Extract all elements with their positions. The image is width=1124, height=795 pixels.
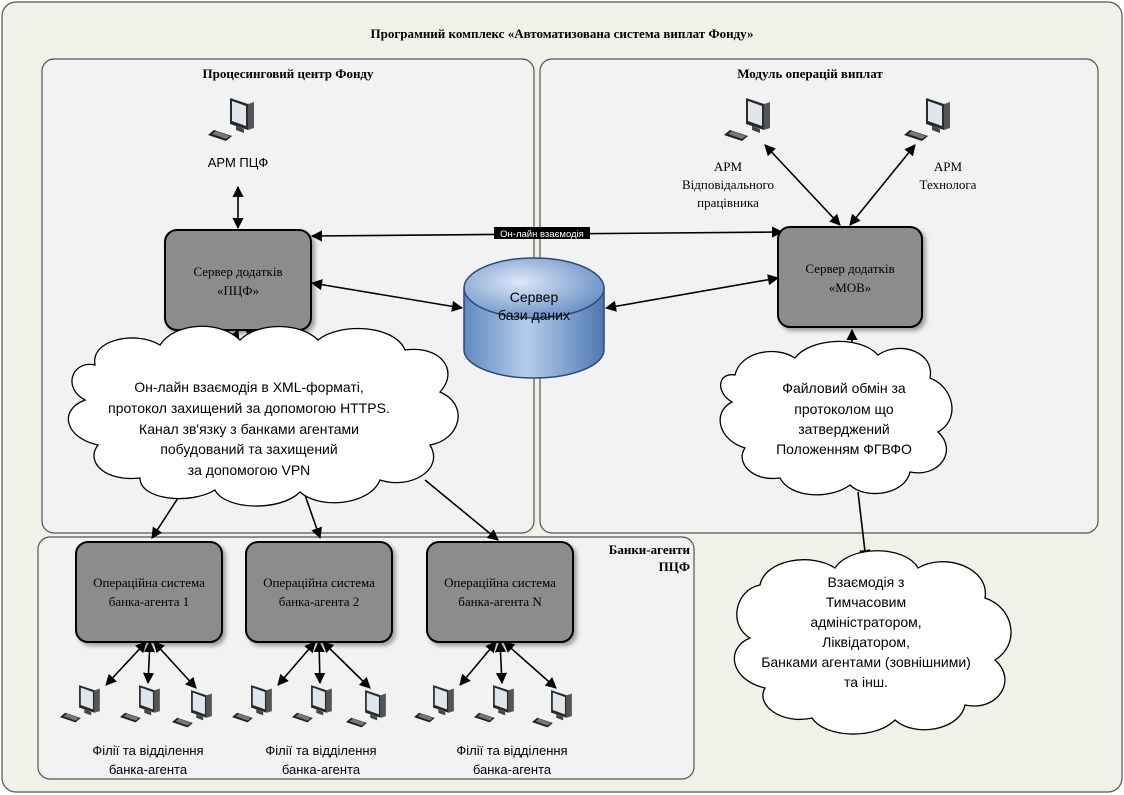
cloud-external xyxy=(733,550,1012,735)
branches-2-label-2: банка-агента xyxy=(282,762,361,777)
cloud-external-line-5: Банками агентами (зовнішними) xyxy=(761,654,971,670)
cloud-external-line-3: адміністратором, xyxy=(810,614,921,630)
cloud-file-exchange xyxy=(719,340,953,496)
arrow-bank1-branch-b xyxy=(142,640,156,685)
cloud-xml-line-4: побудований та захищений xyxy=(160,441,337,457)
cloud-external-line-1: Взаємодія з xyxy=(828,574,905,590)
arrow-pcf-db xyxy=(310,279,464,312)
cloud-external-line-2: Тимчасовим xyxy=(826,594,906,610)
arrow-db-mov xyxy=(604,274,780,312)
arrow-bank2-branch-b xyxy=(313,640,326,685)
arrow-bank1-branch-a xyxy=(105,641,147,686)
bank-os-n-label-2: банка-агента N xyxy=(458,594,542,609)
bank-os-2-node xyxy=(245,541,393,643)
bank-os-1-label-1: Операційна система xyxy=(93,575,205,590)
arrow-bank2-branch-c xyxy=(322,641,371,689)
db-server-node xyxy=(463,257,605,379)
cloud-xml-line-2: протокол захищений за допомогою HTTPS. xyxy=(108,400,390,416)
cloud-xml xyxy=(67,325,459,507)
cloud-external-line-6: та інш. xyxy=(844,674,888,690)
cloud-file-line-4: Положенням ФГВФО xyxy=(776,441,912,457)
apm-pcf-label: АРМ ПЦФ xyxy=(208,155,269,170)
server-mov-label-2: «МОВ» xyxy=(829,280,872,295)
arrow-cloud-to-bank-n xyxy=(424,479,499,541)
server-mov-node xyxy=(777,226,923,328)
bank-os-1-label-2: банка-агента 1 xyxy=(109,594,190,609)
edge-label-bg xyxy=(494,227,590,239)
group-banks-title-line2: ПЦФ xyxy=(659,559,690,574)
arrow-bank1-branch-c xyxy=(153,641,197,689)
server-pcf-label-2: «ПЦФ» xyxy=(217,283,259,298)
apm-responsible-label-3: працівника xyxy=(697,195,759,210)
arrow-bankn-branch-b xyxy=(494,640,508,685)
bank-os-2-label-2: банка-агента 2 xyxy=(279,594,360,609)
arrow-cloud-to-bank-2 xyxy=(304,494,322,540)
apm-technologist-label-2: Технолога xyxy=(920,177,977,192)
branches-1-label-2: банка-агента xyxy=(109,762,188,777)
db-server-label-1: Сервер xyxy=(510,289,559,305)
apm-responsible-label-1: АРМ xyxy=(714,159,743,174)
cloud-xml-line-3: Канал зв'язку з банками агентами xyxy=(139,421,359,437)
arrow-apm-technologist-mov xyxy=(849,144,916,226)
arrow-bankn-branch-c xyxy=(503,641,557,689)
apm-responsible-label-2: Відповідального xyxy=(682,177,774,192)
bank-os-n-label-1: Операційна система xyxy=(444,575,556,590)
branches-n-label-1: Філії та відділення xyxy=(456,743,567,758)
server-pcf-node xyxy=(164,229,312,331)
db-server-label-2: бази даних xyxy=(498,307,570,323)
arrow-bankn-branch-a xyxy=(459,641,497,686)
arrow-apm-responsible-mov xyxy=(764,144,841,226)
apm-technologist-label-1: АРМ xyxy=(934,159,963,174)
cloud-file-line-2: протоколом що xyxy=(794,401,894,417)
branches-1-label-1: Філії та відділення xyxy=(92,743,203,758)
bank-os-n-node xyxy=(426,541,574,643)
branches-2-label-1: Філії та відділення xyxy=(265,743,376,758)
server-pcf-label-1: Сервер додатків xyxy=(193,264,282,279)
bank-os-1-node xyxy=(75,541,223,643)
cloud-file-line-1: Файловий обмін за xyxy=(782,380,906,396)
group-banks-title-line1: Банки-агенти xyxy=(609,542,691,557)
diagram-title: Програмний комплекс «Автоматизована сист… xyxy=(370,26,753,41)
edge-label-online: Он-лайн взаємодія xyxy=(500,229,584,240)
bank-os-2-label-1: Операційна система xyxy=(263,575,375,590)
cloud-xml-line-5: за допомогою VPN xyxy=(188,462,311,478)
server-mov-label-1: Сервер додатків xyxy=(805,261,894,276)
cloud-external-line-4: Ліквідатором, xyxy=(822,634,910,650)
branches-n-label-2: банка-агента xyxy=(473,762,552,777)
group-processing-center-title: Процесинговий центр Фонду xyxy=(202,66,374,81)
arrow-cloud-to-bank-1 xyxy=(151,494,181,539)
arrow-bank2-branch-a xyxy=(277,641,316,686)
cloud-file-line-3: затверджений xyxy=(798,421,890,437)
arrow-file-cloud-to-external xyxy=(857,491,871,562)
cloud-xml-line-1: Он-лайн взаємодія в XML-форматі, xyxy=(134,379,364,395)
group-payments-module-title: Модуль операцій виплат xyxy=(737,66,883,81)
